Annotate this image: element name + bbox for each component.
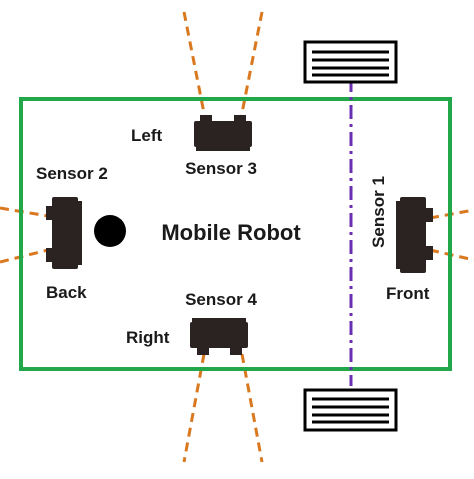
top-striped-block — [303, 40, 398, 84]
sensor2-beam-top — [0, 206, 49, 218]
label-sensor1: Sensor 1 — [369, 176, 388, 248]
label-back: Back — [46, 283, 87, 302]
sensor3-unit — [194, 115, 252, 151]
label-front: Front — [386, 284, 430, 303]
label-left: Left — [131, 126, 163, 145]
robot-body-outline — [19, 97, 452, 371]
label-sensor2: Sensor 2 — [36, 164, 108, 183]
sensor4-beam-right — [240, 353, 264, 463]
robot-title: Mobile Robot — [161, 220, 301, 245]
sensor3-beam-left — [182, 11, 207, 119]
robot-center-dot — [94, 215, 126, 247]
bottom-striped-block — [303, 388, 398, 432]
sensor2-beam-bottom — [0, 248, 49, 264]
sensor3-beam-right — [239, 11, 264, 119]
label-right: Right — [126, 328, 170, 347]
sensor4-beam-left — [182, 353, 206, 463]
sensor1-unit — [396, 197, 433, 273]
sensor4-unit — [190, 318, 248, 355]
sensor2-unit — [46, 197, 82, 269]
label-sensor3: Sensor 3 — [185, 159, 257, 178]
label-sensor4: Sensor 4 — [185, 290, 257, 309]
